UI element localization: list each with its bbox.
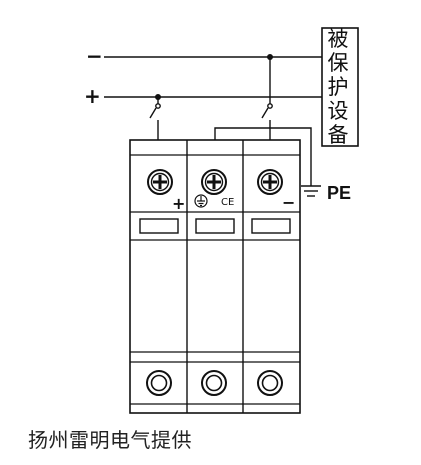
right-module-polarity: − bbox=[282, 193, 295, 212]
supply-lines bbox=[104, 56, 322, 98]
ground-symbol-icon bbox=[194, 194, 208, 208]
middle-bottom-terminal-icon bbox=[201, 370, 227, 396]
positive-terminal-label: + bbox=[84, 84, 101, 108]
right-branch bbox=[261, 57, 273, 140]
ground-lead bbox=[214, 127, 321, 197]
middle-module-window bbox=[195, 218, 235, 234]
protected-equipment-label: 被 保 护 设 备 bbox=[318, 27, 358, 147]
equipment-char: 保 bbox=[327, 51, 349, 75]
right-terminal-screw-icon bbox=[257, 169, 283, 195]
ce-mark: CE bbox=[221, 197, 234, 208]
right-switch-blade bbox=[261, 107, 269, 119]
equipment-char: 被 bbox=[327, 27, 349, 51]
left-branch bbox=[149, 97, 161, 140]
middle-terminal-screw-icon bbox=[201, 169, 227, 195]
left-module-window bbox=[139, 218, 179, 234]
left-switch-blade bbox=[149, 107, 157, 119]
equipment-char: 设 bbox=[327, 99, 349, 123]
right-module-window bbox=[251, 218, 291, 234]
protected-equipment-box bbox=[321, 27, 359, 147]
right-bottom-terminal-icon bbox=[257, 370, 283, 396]
pe-label: PE bbox=[327, 183, 351, 203]
left-terminal-screw-icon bbox=[147, 169, 173, 195]
footer-credit: 扬州雷明电气提供 bbox=[28, 428, 192, 452]
left-module-polarity: + bbox=[172, 194, 185, 213]
left-bottom-terminal-icon bbox=[146, 370, 172, 396]
equipment-char: 备 bbox=[327, 123, 349, 147]
equipment-char: 护 bbox=[327, 75, 349, 99]
negative-terminal-label: − bbox=[86, 44, 103, 68]
